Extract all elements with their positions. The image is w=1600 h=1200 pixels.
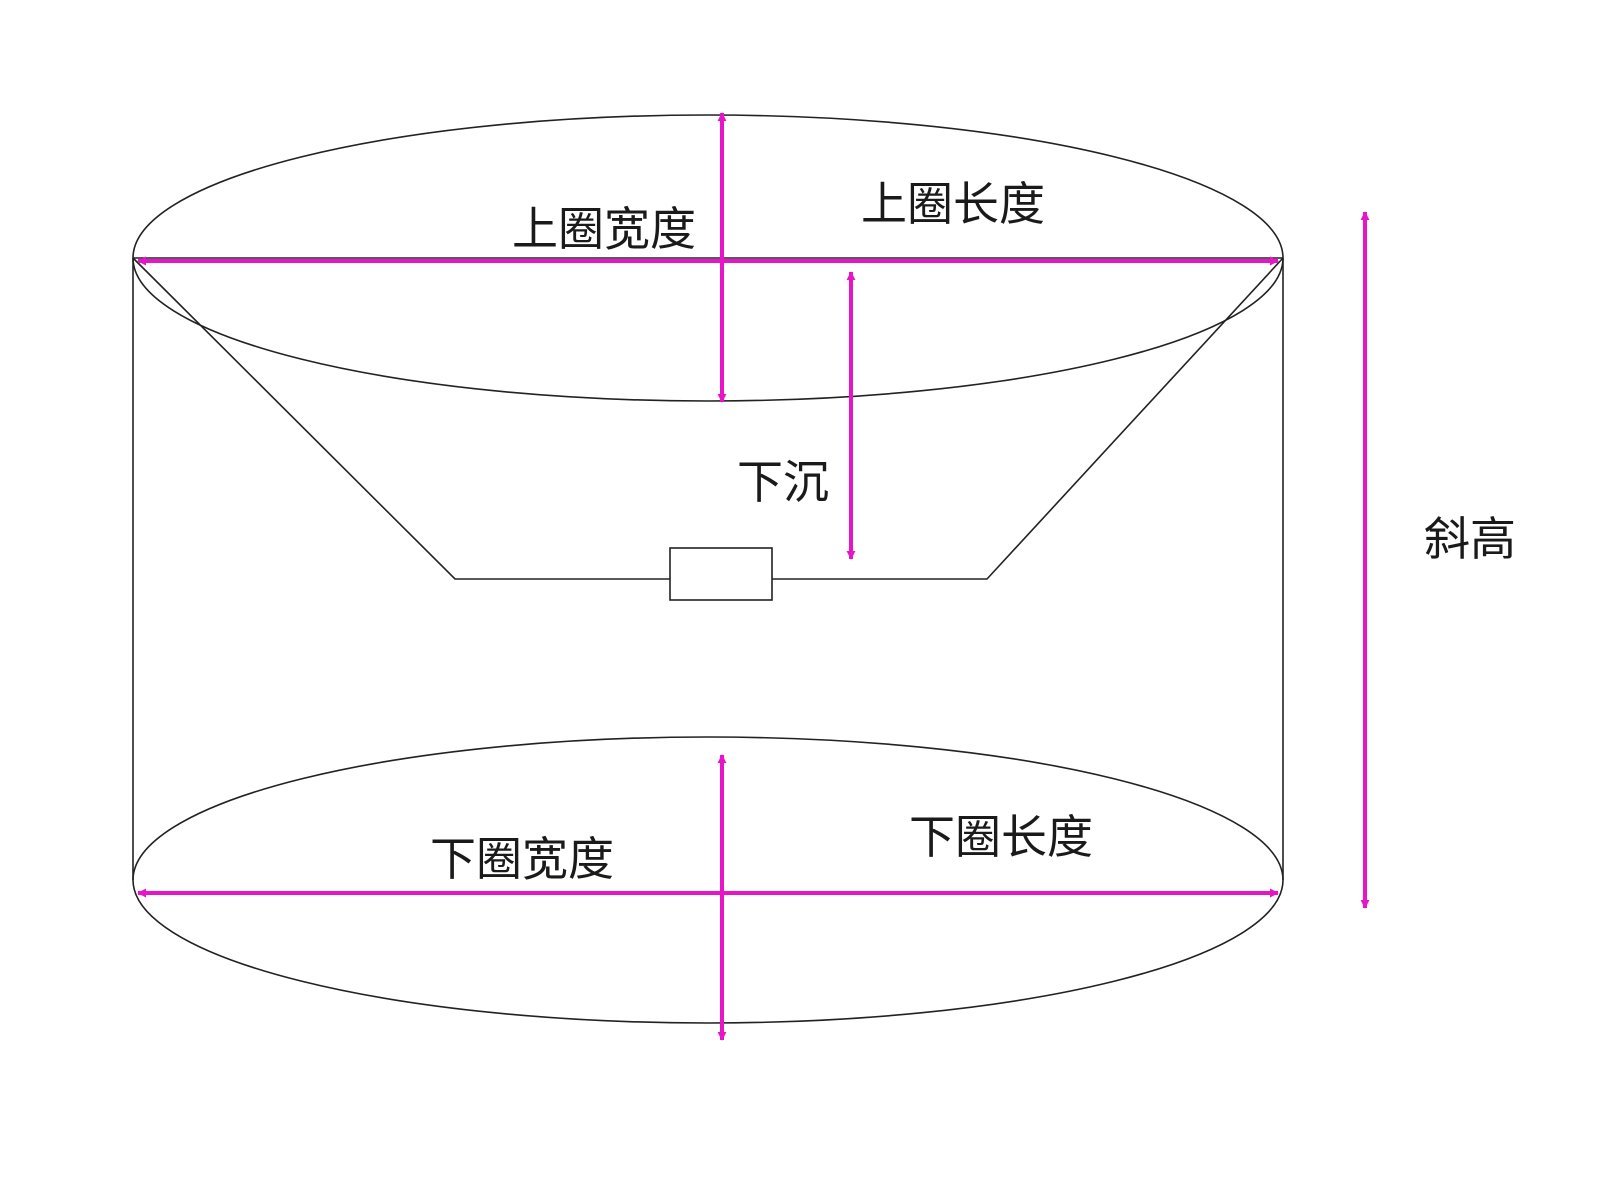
bottom-width-label: 下圈宽度 <box>430 832 614 886</box>
bottom-length-label: 下圈长度 <box>909 810 1093 864</box>
center-box <box>669 547 773 601</box>
slant-height-label: 斜高 <box>1424 512 1516 566</box>
sink-label: 下沉 <box>737 455 829 509</box>
dimension-arrows <box>137 112 1370 1041</box>
sunken-tray-outline-right <box>772 257 1284 580</box>
top-width-label: 上圈宽度 <box>512 202 696 256</box>
bottom-ring-ellipse <box>132 736 1284 1024</box>
top-length-label: 上圈长度 <box>861 177 1045 231</box>
sunken-tray-outline <box>132 257 670 580</box>
labels: 上圈宽度 上圈长度 下沉 斜高 下圈宽度 下圈长度 <box>430 177 1516 886</box>
outline-group <box>132 114 1284 1024</box>
